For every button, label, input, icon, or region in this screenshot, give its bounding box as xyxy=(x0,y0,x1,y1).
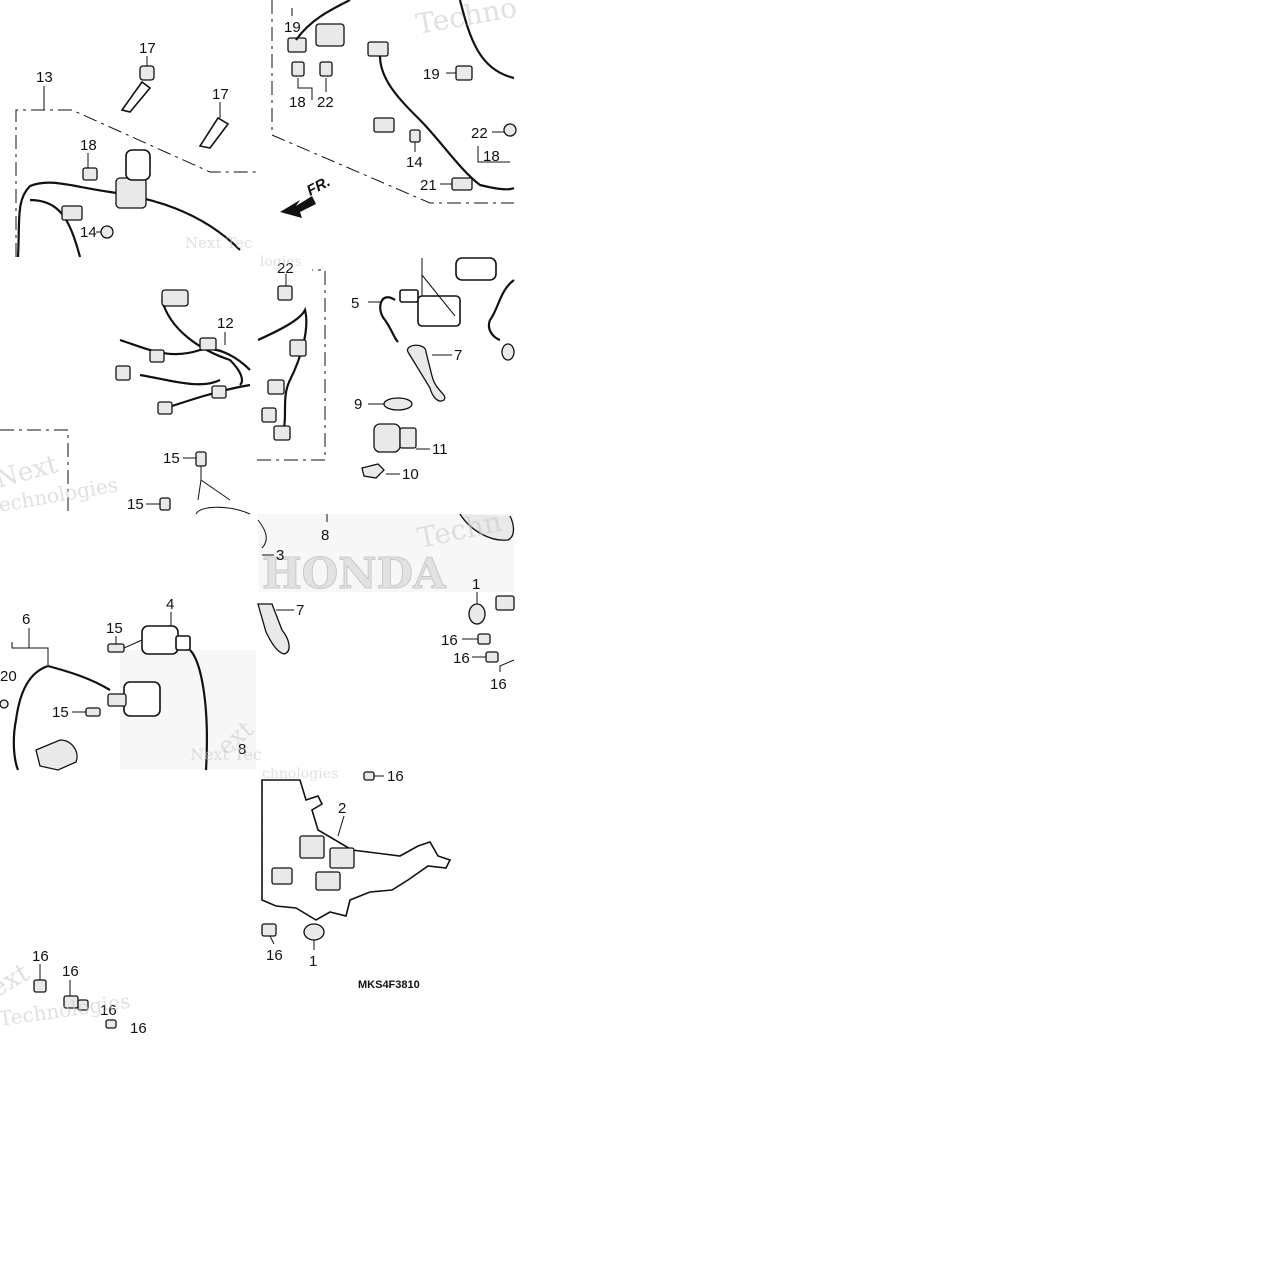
callout-16-b: 16 xyxy=(453,650,470,667)
svg-text:Next Tec: Next Tec xyxy=(190,745,262,764)
svg-text:ext: ext xyxy=(0,958,35,1005)
callout-19-b: 19 xyxy=(423,66,440,83)
tile-harness-12: 12 15 15 Next echnologies xyxy=(0,289,251,517)
front-arrow-label: FR. xyxy=(304,173,333,199)
callout-16-g: 16 xyxy=(62,963,79,980)
callout-15-d: 15 xyxy=(52,704,69,721)
callout-18-a: 18 xyxy=(80,137,97,154)
tile-bracket-2: 2 16 16 1 MKS4F3810 chnologies xyxy=(261,766,452,991)
callout-20: 20 xyxy=(0,668,17,685)
callout-11: 11 xyxy=(432,441,448,458)
callout-7-a: 7 xyxy=(454,347,462,364)
callout-21: 21 xyxy=(420,177,437,194)
svg-text:Next Tec: Next Tec xyxy=(185,234,252,252)
callout-2: 2 xyxy=(338,800,346,817)
callout-12: 12 xyxy=(217,315,234,332)
callout-15-b: 15 xyxy=(127,496,144,513)
callout-14-a: 14 xyxy=(80,224,97,241)
clip-17-part xyxy=(120,80,152,113)
callout-15-c: 15 xyxy=(106,620,123,637)
callout-22-b: 22 xyxy=(471,125,488,142)
callout-5: 5 xyxy=(351,295,359,312)
callout-1-a: 1 xyxy=(472,576,480,593)
callout-10: 10 xyxy=(402,466,419,483)
callout-15-a: 15 xyxy=(163,450,180,467)
bolt-15-part xyxy=(195,451,207,467)
callout-17-a: 17 xyxy=(139,40,156,57)
plug-cap-6-part xyxy=(35,739,78,771)
svg-text:logies: logies xyxy=(260,254,302,270)
coil-4-part xyxy=(141,625,179,655)
callout-18-b: 18 xyxy=(289,94,306,111)
plug-cap-part xyxy=(406,344,446,402)
bracket-2-part xyxy=(261,779,452,921)
callout-7-b: 7 xyxy=(296,602,304,619)
clip-18-part xyxy=(82,167,98,181)
callout-16-c: 16 xyxy=(490,676,507,693)
harness-wire xyxy=(16,181,241,258)
front-arrow: FR. xyxy=(280,173,333,218)
callout-17-b: 17 xyxy=(212,86,229,103)
cap-10-part xyxy=(361,463,385,479)
callout-16-d: 16 xyxy=(387,768,404,785)
callout-14-b: 14 xyxy=(406,154,423,171)
tile-clips-16: 16 16 16 16 ext Technologies xyxy=(0,948,147,1037)
callout-3: 3 xyxy=(276,547,284,564)
callout-18-c: 18 xyxy=(483,148,500,165)
harness-12-wire xyxy=(160,299,244,386)
svg-text:chnologies: chnologies xyxy=(262,766,338,782)
callout-8-a: 8 xyxy=(321,527,329,544)
tile-center-mounts: HONDA 8 3 7 1 16 16 16 Techn xyxy=(257,505,515,693)
harness-connector xyxy=(115,177,147,209)
callout-22-c: 22 xyxy=(277,260,294,277)
callout-16-h: 16 xyxy=(100,1002,117,1019)
callout-6: 6 xyxy=(22,611,30,628)
callout-22-a: 22 xyxy=(317,94,334,111)
callout-16-a: 16 xyxy=(441,632,458,649)
grommet-1a-part xyxy=(468,603,486,625)
seal-9-part xyxy=(383,397,413,411)
svg-text:Techno: Techno xyxy=(413,0,519,41)
callout-13: 13 xyxy=(36,69,53,86)
figure-code: MKS4F3810 xyxy=(358,979,420,991)
clip-14-part xyxy=(100,225,114,239)
tile-sub-harness: 19 18 22 19 14 22 18 21 FR. Techno xyxy=(271,0,519,218)
callout-9: 9 xyxy=(354,396,362,413)
tile-harness-13: 13 17 17 18 14 Next Tec xyxy=(15,40,257,258)
tile-ignition-coil: 5 7 9 11 10 xyxy=(351,257,515,483)
cap-11-part xyxy=(373,423,401,453)
coil-body xyxy=(417,295,461,327)
callout-16-e: 16 xyxy=(266,947,283,964)
clip-17b-part xyxy=(198,116,230,149)
tile-coil-assembly: 6 4 15 15 20 8 Next Tec ext xyxy=(0,596,262,771)
callout-19-a: 19 xyxy=(284,19,301,36)
tile-harness-22: 22 logies xyxy=(257,254,326,461)
coil-lead xyxy=(379,296,399,343)
clip-17-head xyxy=(139,65,155,81)
callout-16-i: 16 xyxy=(130,1020,147,1037)
callout-4: 4 xyxy=(166,596,174,613)
plug-cap-7b-part xyxy=(257,603,290,655)
grommet-1b-part xyxy=(303,923,325,941)
cable-6 xyxy=(12,664,49,771)
callout-8-b: 8 xyxy=(238,741,246,758)
brand-watermark: HONDA xyxy=(262,549,447,598)
callout-16-f: 16 xyxy=(32,948,49,965)
callout-1-b: 1 xyxy=(309,953,317,970)
